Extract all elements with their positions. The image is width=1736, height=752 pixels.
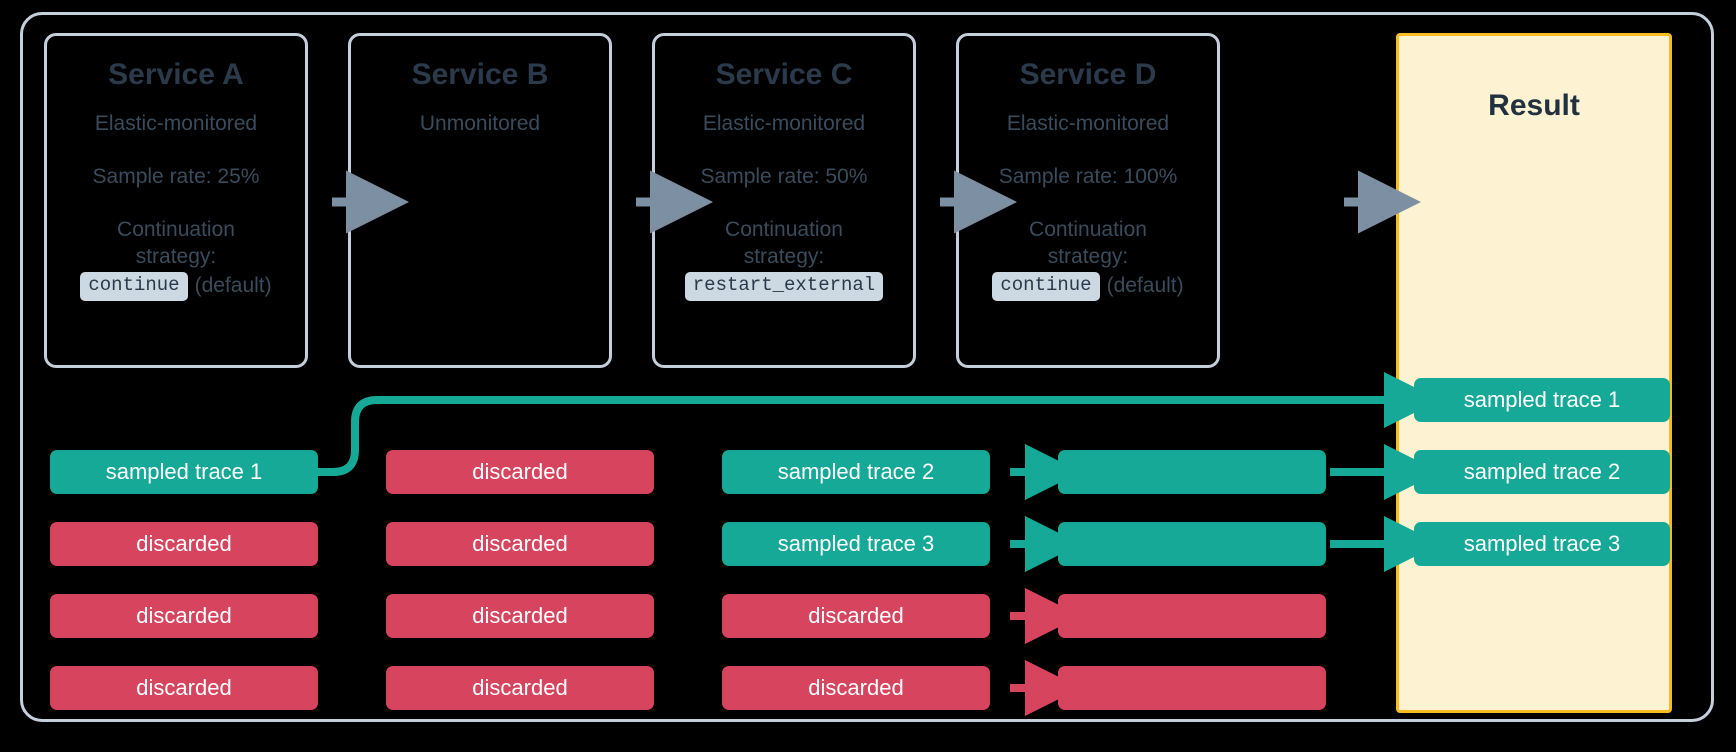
- strategy-label-line2: strategy:: [1047, 244, 1129, 268]
- service-sample-rate: Sample rate: 100%: [998, 165, 1178, 189]
- result-bar: sampled trace 1: [1414, 378, 1670, 422]
- service-strategy-label: Continuation strategy:: [959, 217, 1217, 270]
- strategy-label-line1: Continuation: [1029, 218, 1147, 242]
- service-monitoring: Elastic-monitored: [1006, 112, 1170, 135]
- result-title: Result: [1488, 89, 1580, 122]
- service-monitoring: Elastic-monitored: [94, 112, 258, 135]
- trace-bar: [1058, 450, 1326, 494]
- strategy-value-row: continue (default): [47, 271, 305, 301]
- result-bar: sampled trace 2: [1414, 450, 1670, 494]
- service-box-b: Service B Unmonitored: [348, 33, 612, 368]
- trace-bar: discarded: [386, 666, 654, 710]
- strategy-value-row: restart_external: [655, 271, 913, 301]
- trace-bar: discarded: [386, 522, 654, 566]
- strategy-label-line2: strategy:: [743, 244, 825, 268]
- strategy-code-badge: restart_external: [684, 271, 884, 301]
- service-sample-rate: Sample rate: 25%: [92, 165, 260, 189]
- trace-bar: sampled trace 2: [722, 450, 990, 494]
- service-title: Service D: [1019, 58, 1157, 91]
- service-monitoring: Elastic-monitored: [702, 112, 866, 135]
- service-monitoring: Unmonitored: [419, 112, 541, 135]
- strategy-label-line2: strategy:: [135, 244, 217, 268]
- trace-bar: discarded: [722, 666, 990, 710]
- trace-bar: discarded: [50, 522, 318, 566]
- service-strategy-label: Continuation strategy:: [47, 217, 305, 270]
- service-strategy-label: Continuation strategy:: [655, 217, 913, 270]
- strategy-default-note: (default): [1106, 274, 1184, 298]
- trace-bar: discarded: [386, 450, 654, 494]
- result-panel: Result: [1396, 33, 1672, 713]
- trace-bar: [1058, 666, 1326, 710]
- service-sample-rate: Sample rate: 50%: [700, 165, 868, 189]
- strategy-default-note: (default): [194, 274, 272, 298]
- strategy-label-line1: Continuation: [725, 218, 843, 242]
- trace-bar: [1058, 522, 1326, 566]
- strategy-code-badge: continue: [80, 271, 188, 301]
- result-bar: sampled trace 3: [1414, 522, 1670, 566]
- trace-bar: discarded: [386, 594, 654, 638]
- trace-bar: [1058, 594, 1326, 638]
- trace-bar: sampled trace 1: [50, 450, 318, 494]
- service-title: Service B: [411, 58, 549, 91]
- service-title: Service C: [715, 58, 853, 91]
- service-title: Service A: [108, 58, 244, 91]
- trace-bar: discarded: [50, 666, 318, 710]
- trace-bar: discarded: [50, 594, 318, 638]
- trace-bar: sampled trace 3: [722, 522, 990, 566]
- service-box-c: Service C Elastic-monitored Sample rate:…: [652, 33, 916, 368]
- strategy-label-line1: Continuation: [117, 218, 235, 242]
- trace-bar: discarded: [722, 594, 990, 638]
- strategy-value-row: continue (default): [959, 271, 1217, 301]
- service-box-a: Service A Elastic-monitored Sample rate:…: [44, 33, 308, 368]
- strategy-code-badge: continue: [992, 271, 1100, 301]
- service-box-d: Service D Elastic-monitored Sample rate:…: [956, 33, 1220, 368]
